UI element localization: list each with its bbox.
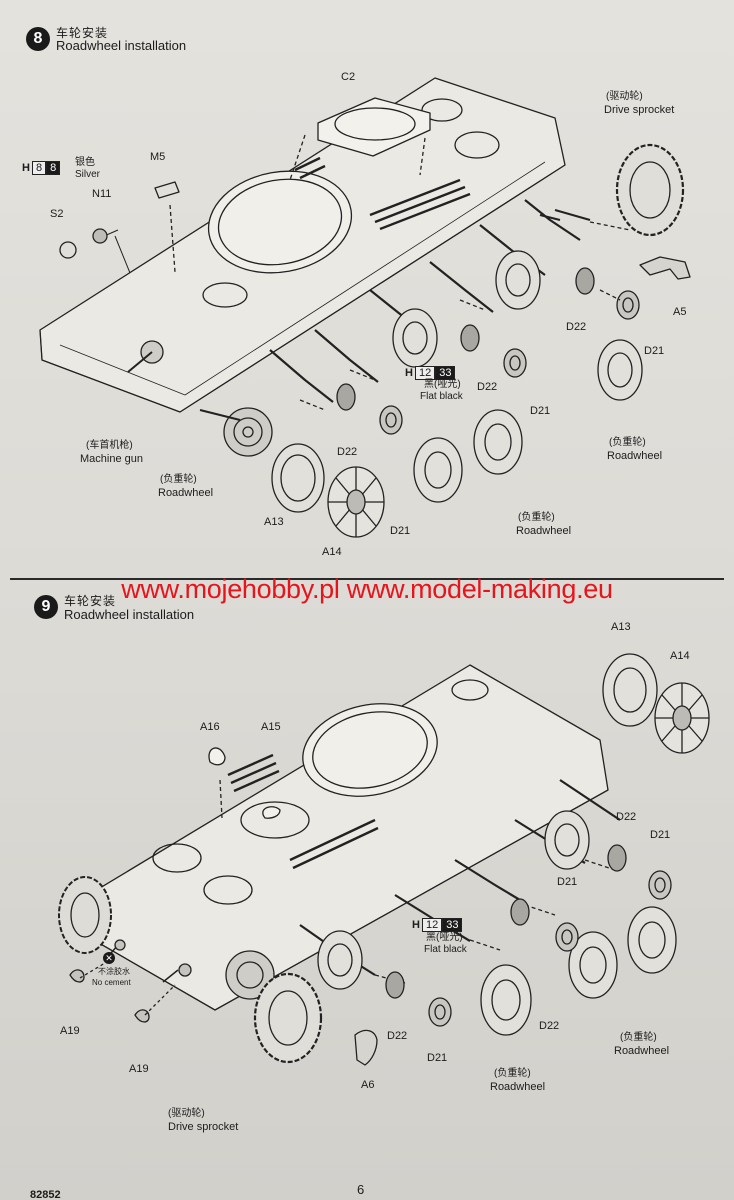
step8-roadwheels	[271, 143, 691, 538]
step8-label-a5: A5	[673, 306, 687, 318]
step8-title-cn: 车轮安装	[56, 26, 109, 40]
step9-label-a13: A13	[611, 621, 631, 633]
step8-label-n11: N11	[92, 188, 112, 200]
step9-hull-drawing	[58, 664, 609, 1011]
section-divider	[10, 578, 724, 580]
step9-label-a16: A16	[200, 721, 220, 733]
step8-label-a14: A14	[322, 546, 342, 558]
step9-label-d21-c: D21	[427, 1052, 448, 1064]
step9-label-a19-b: A19	[129, 1063, 149, 1075]
step8-label-d22-b: D22	[477, 381, 498, 393]
step8-label-c2: C2	[341, 71, 356, 83]
black8-h: H	[405, 367, 413, 379]
roadwheel9-right-cn: (负重轮)	[620, 1032, 657, 1043]
step9-roadwheels	[69, 653, 710, 1066]
roadwheel8-mid-cn: (负重轮)	[518, 512, 555, 523]
black9-code-2: 33	[442, 918, 463, 932]
step9-label-a14: A14	[670, 650, 690, 662]
step9-label-d22-a: D22	[616, 811, 637, 823]
silver-en: Silver	[75, 169, 101, 180]
roadwheel8-mid-en: Roadwheel	[516, 525, 572, 537]
machine-gun-en: Machine gun	[80, 453, 143, 465]
step8-label-d21-b: D21	[530, 405, 551, 417]
step8-black-code: H 12 33	[405, 366, 456, 380]
step8-label-a13: A13	[264, 516, 284, 528]
silver-h: H	[22, 162, 30, 174]
step9-label-a6: A6	[361, 1079, 375, 1091]
step8-label-d22-c: D22	[337, 446, 358, 458]
black9-cn: 黑(哑光)	[426, 932, 463, 943]
roadwheel8-left-cn: (负重轮)	[160, 474, 197, 485]
drive-sprocket9-en: Drive sprocket	[168, 1121, 239, 1133]
no-cement-icon: ✕	[103, 952, 115, 964]
roadwheel8-left-en: Roadwheel	[158, 487, 214, 499]
no-cement-cn: 不涂胶水	[98, 967, 130, 976]
step8-hull-drawing	[39, 77, 566, 457]
page-number: 6	[357, 1182, 365, 1197]
black8-cn: 黑(哑光)	[424, 379, 461, 390]
black8-code-1: 12	[414, 366, 436, 380]
black8-code-2: 33	[435, 366, 456, 380]
step8-label-d22-a: D22	[566, 321, 587, 333]
roadwheel9-mid-cn: (负重轮)	[494, 1068, 531, 1079]
step9-label-a15: A15	[261, 721, 281, 733]
step9-label-d21-b: D21	[557, 876, 578, 888]
drive-sprocket8-cn: (驱动轮)	[606, 91, 643, 102]
step9-title-en: Roadwheel installation	[64, 607, 195, 622]
step9-number: 9	[34, 595, 58, 619]
step8-label-d21-c: D21	[390, 525, 411, 537]
step9-title-cn: 车轮安装	[64, 594, 117, 608]
black9-h: H	[412, 919, 420, 931]
drive-sprocket8-en: Drive sprocket	[604, 104, 675, 116]
step8-label-m5: M5	[150, 151, 166, 163]
step9-black-code: H 12 33	[412, 918, 463, 932]
black8-en: Flat black	[420, 391, 463, 402]
step8-label-d21-a: D21	[644, 345, 665, 357]
black9-code-1: 12	[421, 918, 443, 932]
roadwheel8-right-en: Roadwheel	[607, 450, 663, 462]
silver-code-1: 8	[31, 161, 47, 175]
silver-cn: 银色	[75, 157, 95, 168]
no-cement-en: No cement	[92, 978, 131, 987]
step9-label-d22-b: D22	[539, 1020, 560, 1032]
silver-code-2: 8	[46, 161, 61, 175]
step8-number: 8	[26, 27, 50, 51]
step9-label-a19-a: A19	[60, 1025, 80, 1037]
drive-sprocket9-cn: (驱动轮)	[168, 1108, 205, 1119]
roadwheel9-right-en: Roadwheel	[614, 1045, 670, 1057]
roadwheel8-right-cn: (负重轮)	[609, 437, 646, 448]
machine-gun-cn: (车首机枪)	[86, 440, 133, 451]
black9-en: Flat black	[424, 944, 467, 955]
kit-code: 82852	[30, 1189, 61, 1200]
step9-label-d21-a: D21	[650, 829, 671, 841]
roadwheel9-mid-en: Roadwheel	[490, 1081, 546, 1093]
watermark-urls: www.mojehobby.pl www.model-making.eu	[121, 574, 613, 604]
step9-label-d22-c: D22	[387, 1030, 408, 1042]
step8-title-en: Roadwheel installation	[56, 38, 187, 53]
step8-silver-code: H 8 8	[22, 161, 61, 175]
step8-label-s2: S2	[50, 208, 64, 220]
